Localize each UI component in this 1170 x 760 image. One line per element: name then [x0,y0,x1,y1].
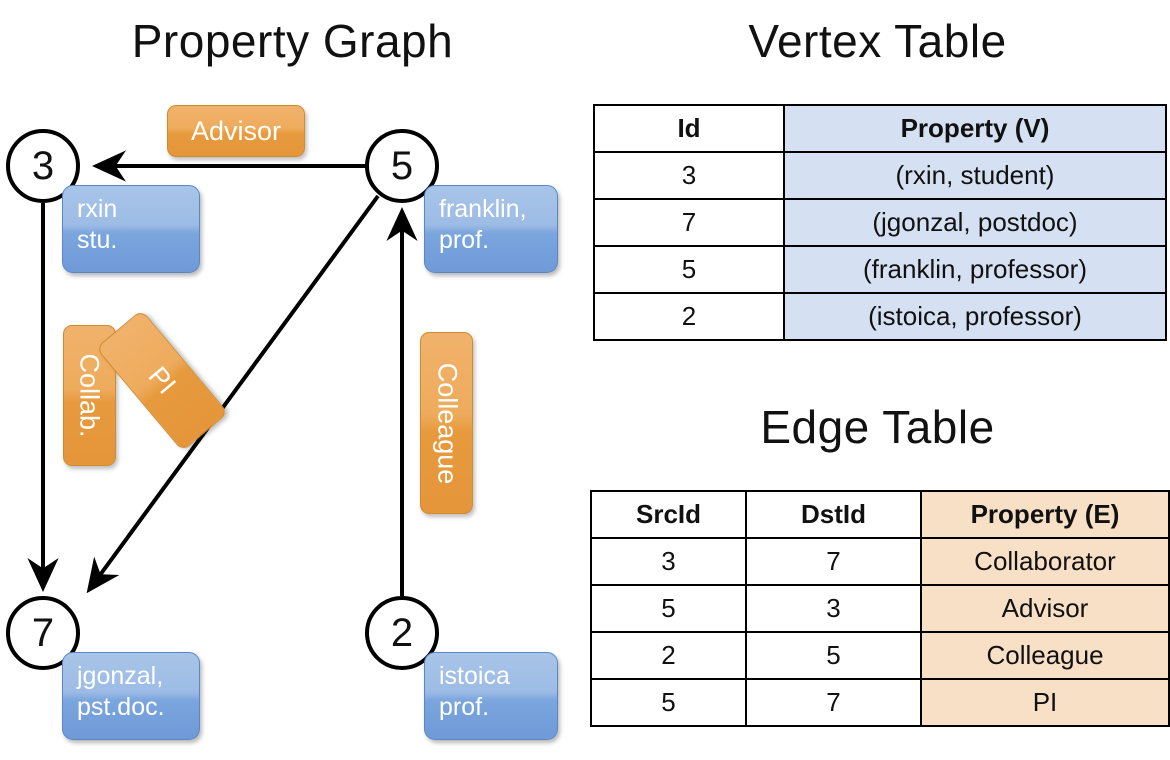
table-row: 3 7 Collaborator [590,537,1170,586]
node-property-7: jgonzal, pst.doc. [62,652,200,740]
vertex-cell-property: (istoica, professor) [783,292,1167,341]
table-row: 5 7 PI [590,678,1170,727]
vertex-table-title: Vertex Table [748,15,1007,67]
vertex-col-id-header: Id [593,104,785,153]
table-header-row: Id Property (V) [593,104,1167,153]
table-header-row: SrcId DstId Property (E) [590,490,1170,539]
edge-label-colleague: Colleague [420,332,473,514]
edge-cell-property: PI [920,678,1170,727]
graph-node-3: 3 [6,129,80,203]
edge-label-collaborator-text: Collab. [75,353,106,438]
page-title: Property Graph [131,15,454,67]
edge-cell-srcid: 5 [590,678,747,727]
vertex-cell-id: 2 [593,292,785,341]
edge-cell-property: Advisor [920,584,1170,633]
edge-label-advisor-text: Advisor [190,115,282,146]
edge-col-property-header: Property (E) [920,490,1170,539]
node-property-2: istoica prof. [424,652,558,740]
edge-col-srcid-header: SrcId [590,490,747,539]
edge-cell-srcid: 5 [590,584,747,633]
table-row: 5 (franklin, professor) [593,245,1167,294]
edge-cell-dstid: 7 [745,678,922,727]
edge-label-pi-text: PI [142,360,183,400]
table-row: 2 (istoica, professor) [593,292,1167,341]
edge-col-dstid-header: DstId [745,490,922,539]
edge-cell-dstid: 5 [745,631,922,680]
edge-cell-srcid: 2 [590,631,747,680]
graph-edges-svg [27,150,418,596]
table-row: 3 (rxin, student) [593,151,1167,200]
edge-cell-property: Collaborator [920,537,1170,586]
node-property-5: franklin, prof. [424,185,558,273]
vertex-cell-id: 7 [593,198,785,247]
edge-label-advisor: Advisor [167,105,305,157]
edge-cell-dstid: 3 [745,584,922,633]
edge-cell-property: Colleague [920,631,1170,680]
table-row: 2 5 Colleague [590,631,1170,680]
vertex-col-property-header: Property (V) [783,104,1167,153]
vertex-cell-property: (franklin, professor) [783,245,1167,294]
table-row: 7 (jgonzal, postdoc) [593,198,1167,247]
vertex-cell-id: 5 [593,245,785,294]
node-property-3: rxin stu. [62,185,200,273]
edge-label-colleague-text: Colleague [432,362,462,484]
vertex-cell-property: (rxin, student) [783,151,1167,200]
edge-cell-dstid: 7 [745,537,922,586]
edge-table-title: Edge Table [760,401,995,453]
property-graph-diagram: Advisor Collab. PI Colleague 3 5 7 2 rxi… [6,105,558,740]
table-row: 5 3 Advisor [590,584,1170,633]
edge-5-to-7 [86,194,380,594]
vertex-table: Id Property (V) 3 (rxin, student) 7 (jgo… [593,104,1167,341]
edge-table: SrcId DstId Property (E) 3 7 Collaborato… [590,490,1170,727]
vertex-cell-property: (jgonzal, postdoc) [783,198,1167,247]
edge-cell-srcid: 3 [590,537,747,586]
vertex-cell-id: 3 [593,151,785,200]
